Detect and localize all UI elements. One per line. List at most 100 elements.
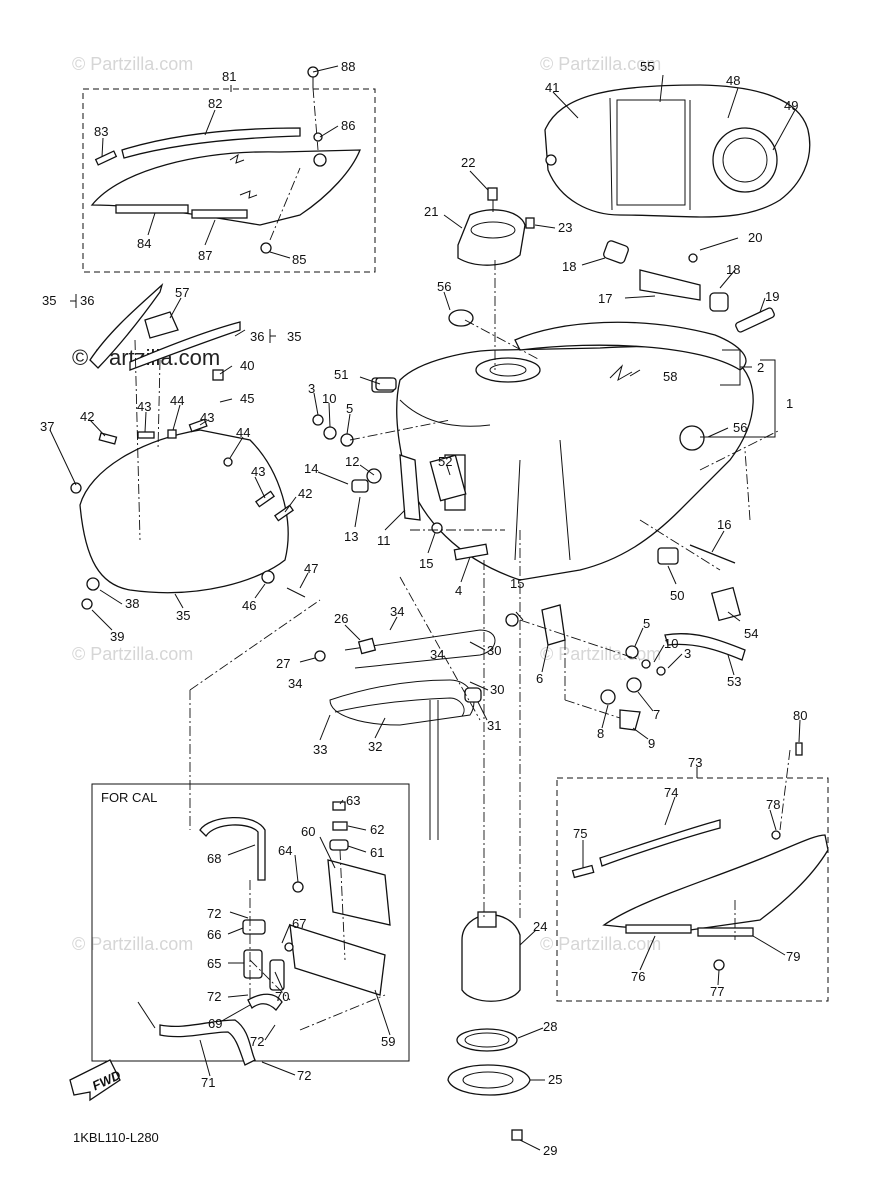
callout-7: 7	[653, 707, 660, 722]
callout-51: 51	[334, 367, 348, 382]
watermark-top-right: © Partzilla.com	[540, 54, 661, 74]
callout-26: 26	[334, 611, 348, 626]
side-cover-right	[571, 742, 829, 971]
callout-67: 67	[292, 916, 306, 931]
callout-56b: 56	[733, 420, 747, 435]
callout-13: 13	[344, 529, 358, 544]
callout-34b: 34	[430, 647, 444, 662]
callout-21: 21	[424, 204, 438, 219]
fuel-pump-assembly	[447, 911, 531, 1141]
callout-78: 78	[766, 797, 780, 812]
callout-87: 87	[198, 248, 212, 263]
callout-12: 12	[345, 454, 359, 469]
callout-35a: 35	[42, 293, 56, 308]
callout-50: 50	[670, 588, 684, 603]
callout-30a: 30	[487, 643, 501, 658]
cover-kit-box	[82, 88, 376, 273]
callout-29: 29	[543, 1143, 557, 1158]
callout-46: 46	[242, 598, 256, 613]
diagram-code: 1KBL110-L280	[73, 1130, 159, 1145]
callout-numbers: 88 81 86 82 83 84 87 85 55 41 48 49 22 2…	[40, 59, 807, 1158]
callout-24: 24	[533, 919, 547, 934]
watermark-low-right: © Partzilla.com	[540, 934, 661, 954]
callout-59: 59	[381, 1034, 395, 1049]
callout-9: 9	[648, 736, 655, 751]
filler-cap-assembly	[457, 187, 535, 266]
callout-42a: 42	[80, 409, 94, 424]
callout-49: 49	[784, 98, 798, 113]
watermark-mid-left: © Partzilla.com	[72, 644, 193, 664]
for-cal-evap-system: FWD	[69, 801, 391, 1102]
callout-44a: 44	[170, 393, 184, 408]
callout-17: 17	[598, 291, 612, 306]
callout-65: 65	[207, 956, 221, 971]
callout-85: 85	[292, 252, 306, 267]
watermark-top-left: © Partzilla.com	[72, 54, 193, 74]
callout-39: 39	[110, 629, 124, 644]
callout-77: 77	[710, 984, 724, 999]
callout-38: 38	[125, 596, 139, 611]
callout-47: 47	[304, 561, 318, 576]
leader-lines	[49, 65, 801, 1151]
callout-23: 23	[558, 220, 572, 235]
callout-10a: 10	[322, 391, 336, 406]
watermarks: © Partzilla.com © Partzilla.com © Partzi…	[72, 54, 661, 954]
callout-52: 52	[438, 454, 452, 469]
callout-56a: 56	[437, 279, 451, 294]
breather-assembly	[603, 240, 775, 333]
callout-30b: 30	[490, 682, 504, 697]
callout-79: 79	[786, 949, 800, 964]
callout-41: 41	[545, 80, 559, 95]
callout-36a: 36	[80, 293, 94, 308]
fuel-tank	[371, 309, 754, 581]
callout-70: 70	[275, 989, 289, 1004]
callout-22: 22	[461, 155, 475, 170]
callout-34a: 34	[390, 604, 404, 619]
callout-36b: 36	[250, 329, 264, 344]
callout-74: 74	[664, 785, 678, 800]
callout-43c: 43	[251, 464, 265, 479]
callout-2: 2	[757, 360, 764, 375]
callout-20: 20	[748, 230, 762, 245]
callout-5a: 5	[346, 401, 353, 416]
callout-86: 86	[341, 118, 355, 133]
cover-assembly-top-left	[90, 66, 361, 254]
for-cal-label: FOR CAL	[101, 790, 157, 805]
callout-54: 54	[744, 626, 758, 641]
callout-72b: 72	[207, 989, 221, 1004]
side-cover-kit-box	[556, 777, 829, 1002]
callout-66: 66	[207, 927, 221, 942]
callout-16: 16	[717, 517, 731, 532]
callout-40: 40	[240, 358, 254, 373]
callout-33: 33	[313, 742, 327, 757]
callout-18a: 18	[562, 259, 576, 274]
callout-10b: 10	[664, 636, 678, 651]
callout-68: 68	[207, 851, 221, 866]
callout-43a: 43	[137, 399, 151, 414]
callout-72d: 72	[297, 1068, 311, 1083]
callout-43b: 43	[200, 410, 214, 425]
callout-14: 14	[304, 461, 318, 476]
callout-61: 61	[370, 845, 384, 860]
callout-31: 31	[487, 718, 501, 733]
callout-45: 45	[240, 391, 254, 406]
callout-4: 4	[455, 583, 462, 598]
callout-6: 6	[536, 671, 543, 686]
callout-76: 76	[631, 969, 645, 984]
callout-63: 63	[346, 793, 360, 808]
callout-88: 88	[341, 59, 355, 74]
callout-48: 48	[726, 73, 740, 88]
callout-34c: 34	[288, 676, 302, 691]
callout-3b: 3	[684, 646, 691, 661]
callout-32: 32	[368, 739, 382, 754]
callout-19: 19	[765, 289, 779, 304]
watermark-low-left: © Partzilla.com	[72, 934, 193, 954]
callout-64: 64	[278, 843, 292, 858]
callout-84: 84	[137, 236, 151, 251]
callout-72c: 72	[250, 1034, 264, 1049]
callout-72a: 72	[207, 906, 221, 921]
callout-42b: 42	[298, 486, 312, 501]
callout-5b: 5	[643, 616, 650, 631]
callout-1: 1	[786, 396, 793, 411]
